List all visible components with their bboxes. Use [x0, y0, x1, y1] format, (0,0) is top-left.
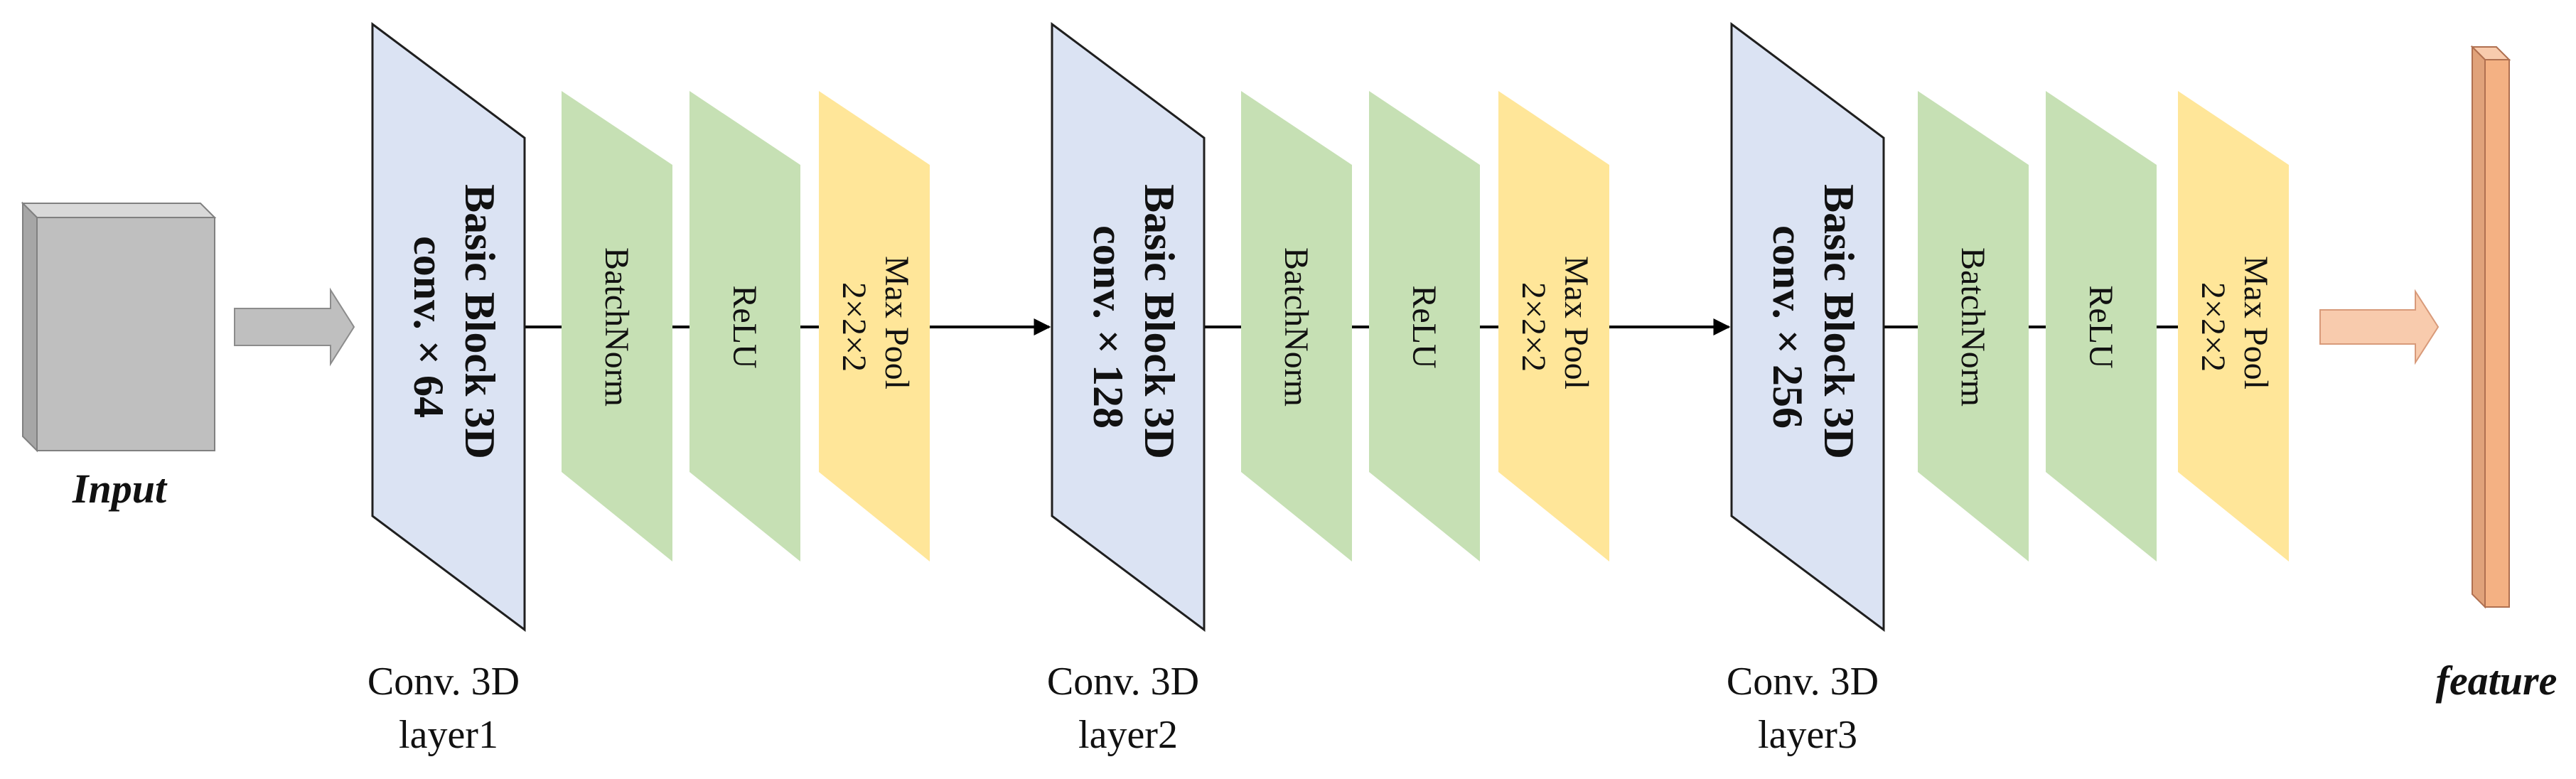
conv-block-title: Basic Block 3D	[1815, 184, 1862, 459]
relu-label: ReLU	[726, 285, 763, 368]
maxpool-label: Max Pool	[878, 256, 916, 390]
conv-block-title: Basic Block 3D	[1136, 184, 1183, 459]
svg-text:Conv. 3D layer2: Conv. 3D layer2	[1047, 660, 1209, 757]
maxpool-label: Max Pool	[1557, 256, 1595, 390]
relu-block	[1369, 91, 1480, 562]
relu-block	[689, 91, 800, 562]
layer-caption: Conv. 3D	[367, 660, 520, 704]
batchnorm-label: BatchNorm	[1277, 247, 1315, 407]
svg-text:Conv. 3D layer3: Conv. 3D layer3	[1727, 660, 1889, 757]
svg-text:Max Pool 2×2×2: Max Pool 2×2×2	[835, 256, 916, 398]
conv-block-channels: conv. × 128	[1085, 225, 1132, 429]
maxpool-size: 2×2×2	[1515, 282, 1552, 372]
batchnorm-block	[1918, 91, 2029, 562]
relu-label: ReLU	[1405, 285, 1443, 368]
feature-vector	[2470, 45, 2511, 609]
output-arrow	[2319, 289, 2440, 365]
conv-block	[1730, 22, 1885, 632]
maxpool-size: 2×2×2	[835, 282, 873, 372]
batchnorm-label: BatchNorm	[598, 247, 635, 407]
svg-text:Conv. 3D layer1: Conv. 3D layer1	[367, 660, 530, 757]
svg-text:Basic Block 3D conv. × 2: Basic Block 3D conv. × 256	[1764, 184, 1862, 470]
maxpool-block	[1498, 91, 1609, 562]
input-arrow	[234, 287, 355, 367]
svg-text:Basic Block 3D conv. × 1: Basic Block 3D conv. × 128	[1085, 184, 1183, 470]
input-volume	[21, 201, 217, 453]
relu-label: ReLU	[2082, 285, 2120, 368]
batchnorm-block	[1241, 91, 1352, 562]
batchnorm-block	[562, 91, 672, 562]
conv-block	[371, 22, 526, 632]
conv-block-channels: conv. × 64	[405, 236, 452, 418]
maxpool-block	[2178, 91, 2289, 562]
layer-2: Basic Block 3D conv. × 128 BatchNorm ReL…	[1047, 22, 1609, 757]
svg-text:Max Pool 2×2×2: Max Pool 2×2×2	[2194, 256, 2275, 398]
maxpool-label: Max Pool	[2237, 256, 2275, 390]
layer-name: layer1	[399, 713, 498, 757]
layer-name: layer3	[1758, 713, 1857, 757]
output-label: feature	[2436, 657, 2558, 704]
maxpool-size: 2×2×2	[2194, 282, 2232, 372]
conv-block-title: Basic Block 3D	[456, 184, 503, 459]
relu-block	[2046, 91, 2157, 562]
batchnorm-label: BatchNorm	[1954, 247, 1992, 407]
layer-3: Basic Block 3D conv. × 256 BatchNorm ReL…	[1727, 22, 2289, 757]
conv-block-channels: conv. × 256	[1764, 225, 1811, 429]
conv-block	[1051, 22, 1206, 632]
svg-text:Basic Block 3D conv. × 6: Basic Block 3D conv. × 64	[405, 184, 503, 470]
layer-caption: Conv. 3D	[1727, 660, 1879, 704]
maxpool-block	[819, 91, 930, 562]
layer-name: layer2	[1078, 713, 1178, 757]
svg-text:Max Pool 2×2×2: Max Pool 2×2×2	[1515, 256, 1595, 398]
layer-caption: Conv. 3D	[1047, 660, 1199, 704]
layer-1: Basic Block 3D conv. × 64 BatchNorm ReLU…	[367, 22, 930, 757]
input-label: Input	[72, 466, 168, 512]
